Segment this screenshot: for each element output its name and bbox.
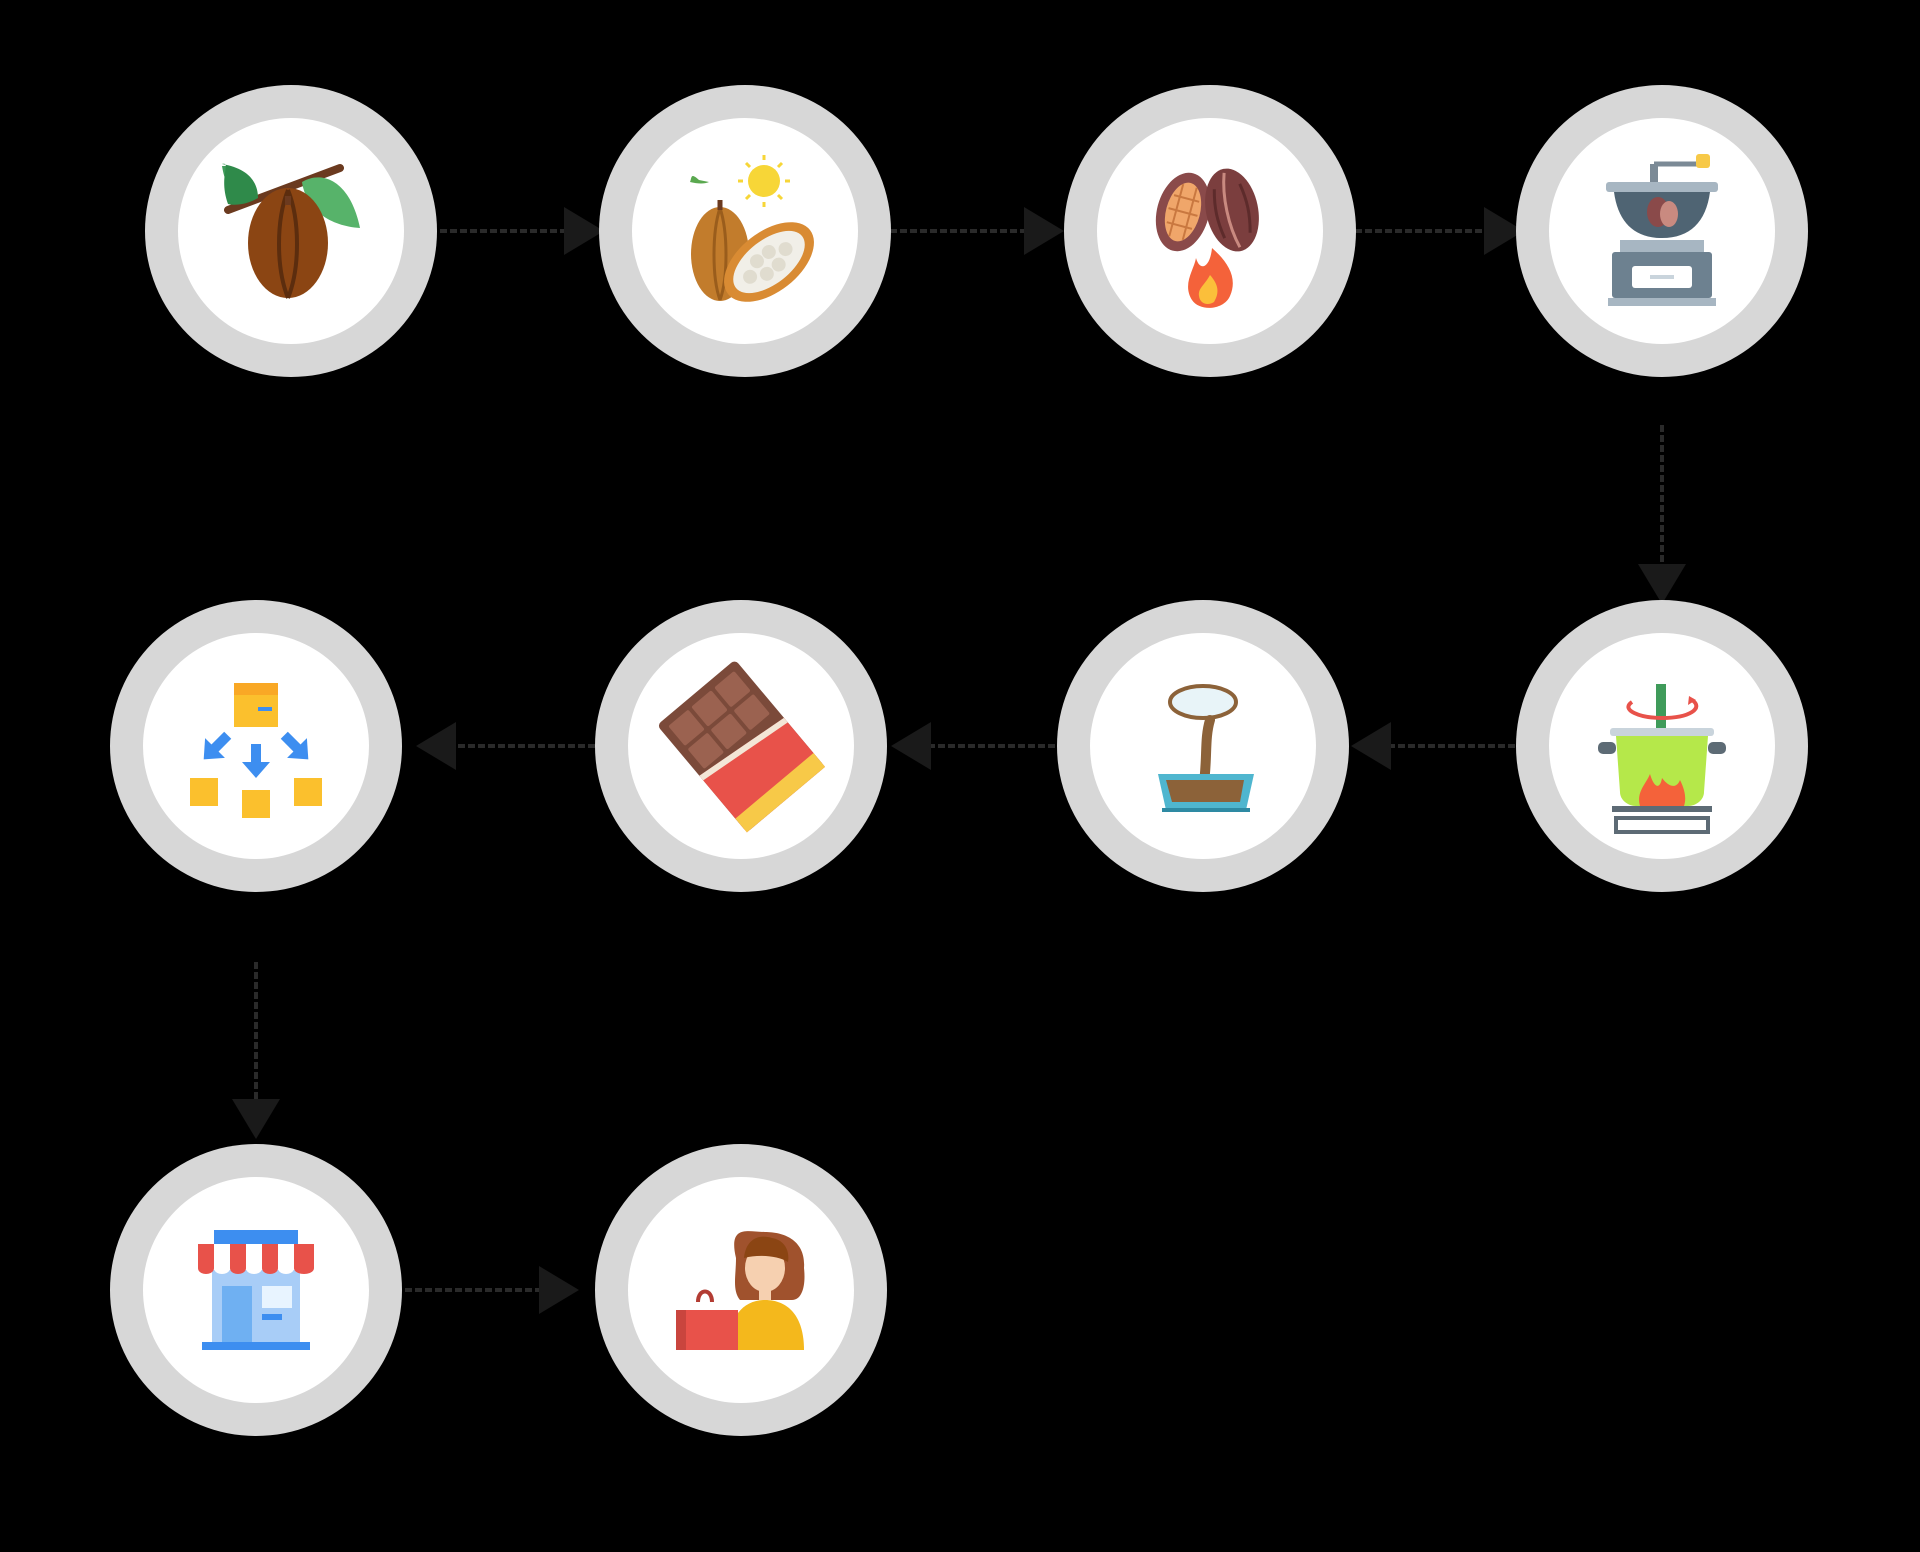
step-2 — [599, 85, 891, 377]
step-5 — [1516, 600, 1808, 892]
cacao-pod-on-branch-icon — [222, 163, 360, 299]
step-10 — [595, 1144, 887, 1436]
chocolate-bar-icon — [658, 661, 826, 833]
connectors — [232, 207, 1686, 1314]
step-9 — [110, 1144, 402, 1436]
step-7 — [595, 600, 887, 892]
cooking-pot-icon — [1598, 684, 1726, 834]
step-1 — [145, 85, 437, 377]
distribution-boxes-icon — [190, 683, 322, 818]
storefront-icon — [198, 1230, 314, 1350]
step-8 — [110, 600, 402, 892]
roasting-beans-icon — [1155, 168, 1259, 308]
step-4 — [1516, 85, 1808, 377]
shopper-icon — [676, 1231, 805, 1350]
pouring-chocolate-mold-icon — [1158, 684, 1254, 812]
sun-drying-cacao-icon — [690, 155, 814, 302]
step-3 — [1064, 85, 1356, 377]
step-6 — [1057, 600, 1349, 892]
grinder-icon — [1606, 154, 1718, 306]
